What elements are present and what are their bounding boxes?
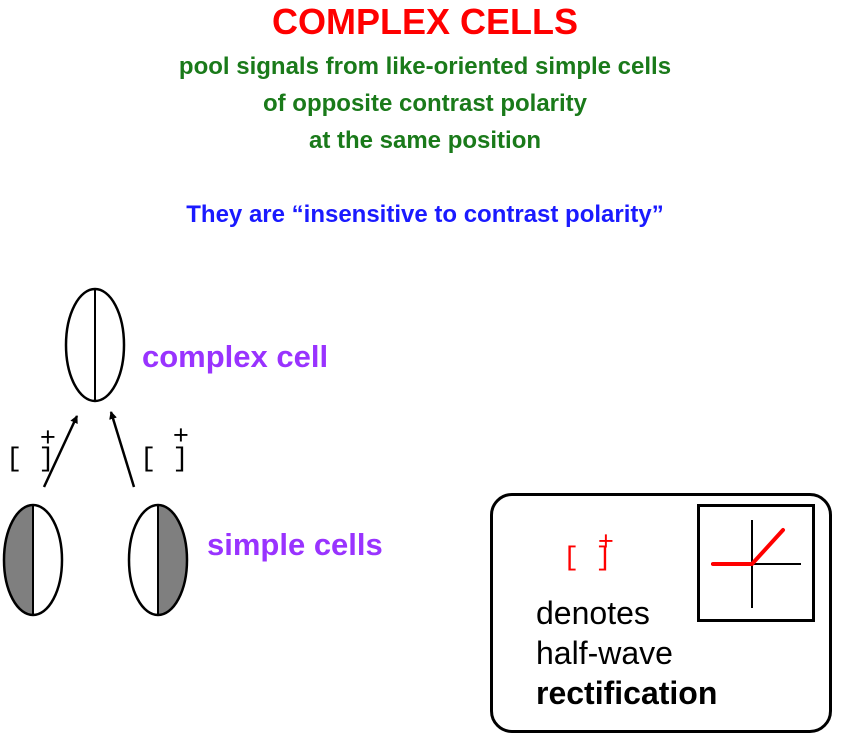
legend-text-half-wave: half-wave xyxy=(536,635,673,671)
legend-plus: + xyxy=(598,526,614,556)
subtitle-line-3: at the same position xyxy=(308,127,542,154)
subtitle-line-2: of opposite contrast polarity xyxy=(262,90,588,117)
page-title: COMPLEX CELLS xyxy=(271,1,579,42)
simple-cells-label: simple cells xyxy=(207,527,383,562)
complex-cell-label: complex cell xyxy=(142,339,329,374)
legend-text-denotes: denotes xyxy=(536,595,650,631)
simple-cell-left xyxy=(2,503,64,617)
complex-cell-shape xyxy=(64,287,126,403)
polarity-note: They are “insensitive to contrast polari… xyxy=(186,201,664,228)
simple-cell-right xyxy=(127,503,189,617)
rectification-legend: [ ] + denotes half-wave rectification xyxy=(490,493,832,733)
rectifier-plus-left: + xyxy=(40,422,56,452)
subtitle-line-1: pool signals from like-oriented simple c… xyxy=(178,53,672,80)
legend-text-rectification: rectification xyxy=(536,675,718,711)
arrow-right xyxy=(109,411,136,488)
rectifier-bracket-left: [ ] xyxy=(6,445,55,475)
legend-bracket: [ ] xyxy=(563,544,612,574)
rectifier-plus-right: + xyxy=(173,420,189,450)
rectification-curve xyxy=(711,528,785,566)
arrow-left xyxy=(42,415,79,488)
rectification-graph xyxy=(697,504,815,622)
rectifier-bracket-right: [ ] xyxy=(140,445,189,475)
